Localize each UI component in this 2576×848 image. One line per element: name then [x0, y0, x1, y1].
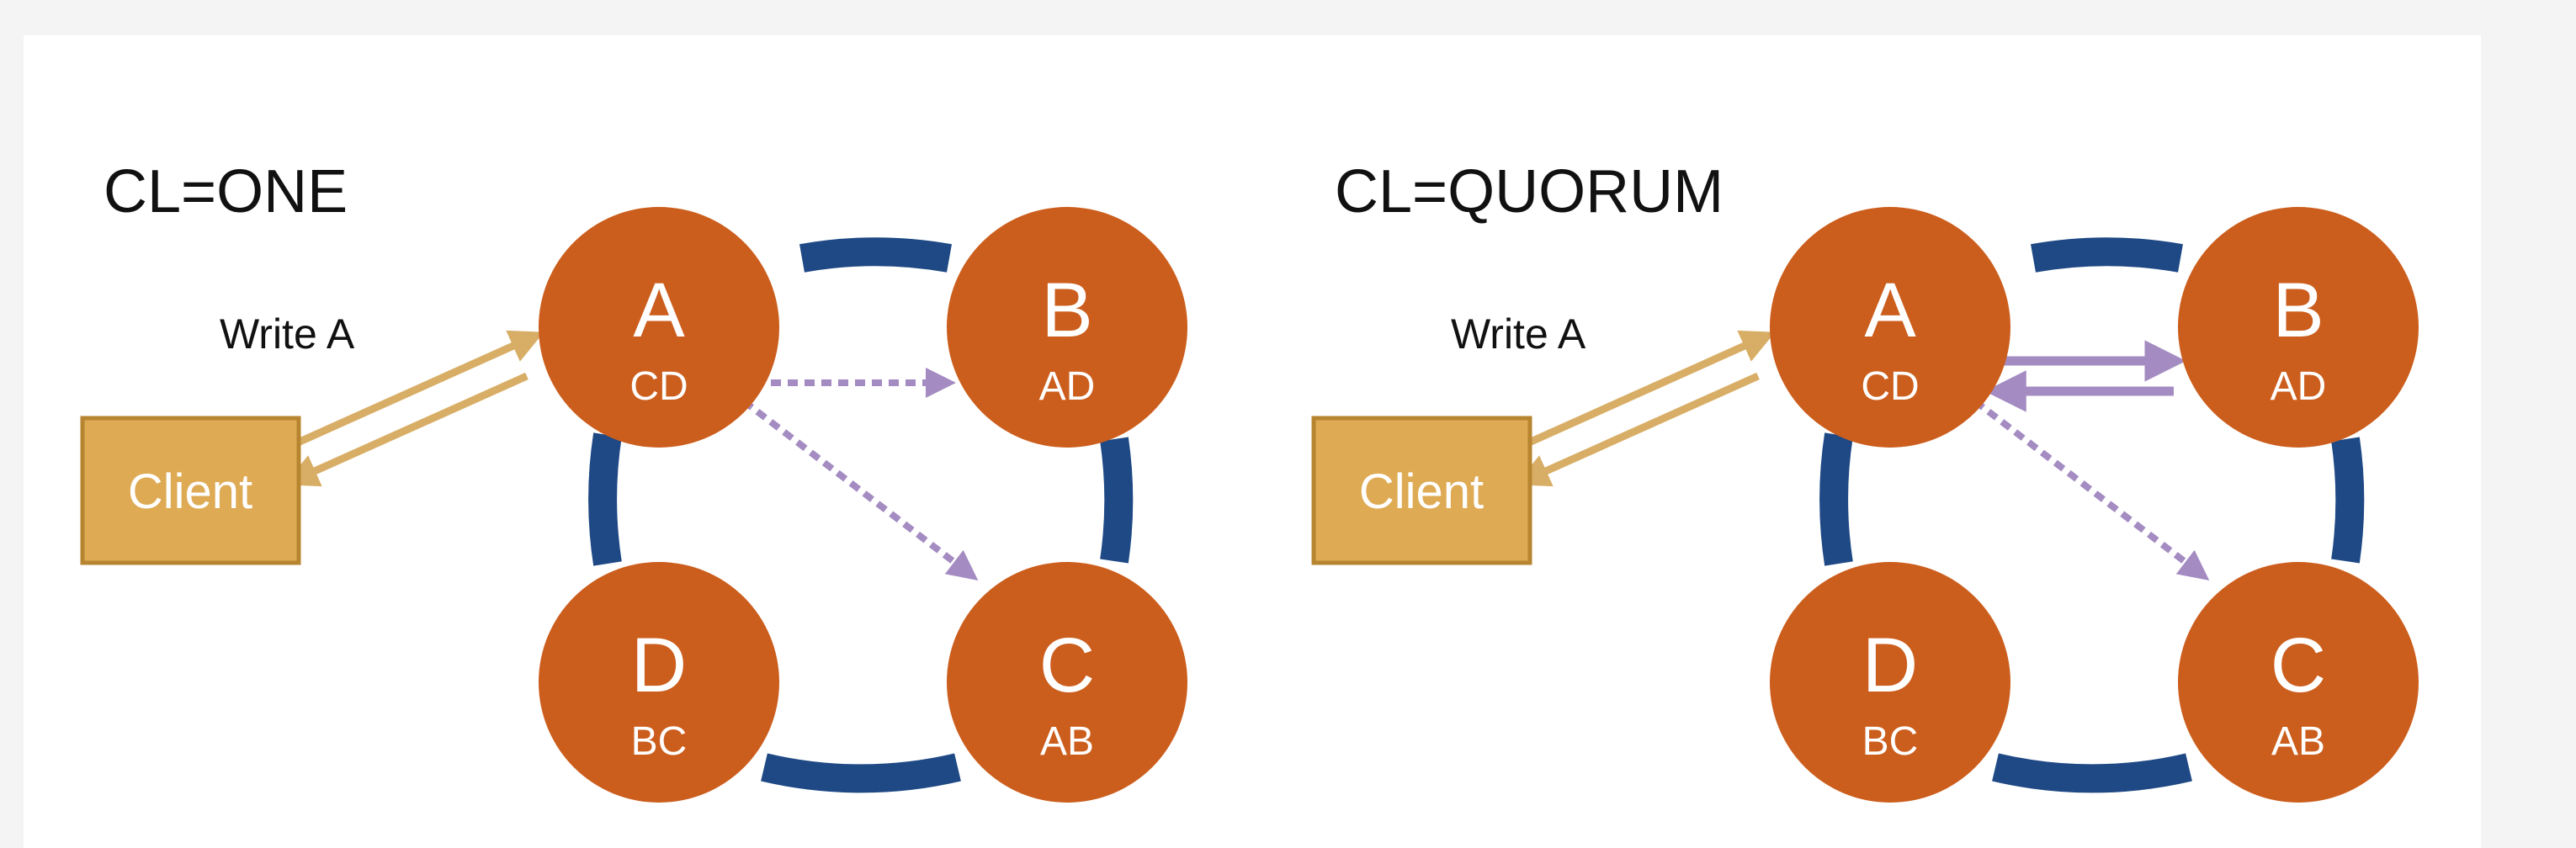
node-d[interactable]: D BC: [539, 562, 779, 803]
node-b[interactable]: B AD: [2178, 207, 2419, 448]
node-letter: B: [2272, 268, 2324, 353]
client-label: Client: [1359, 464, 1484, 519]
diagram-panel: CL=ONE Write A Client A CD B AD C: [24, 35, 2481, 848]
node-c[interactable]: C AB: [947, 562, 1187, 803]
ring-arc-ab: [2031, 237, 2183, 273]
node-replicas: BC: [1862, 719, 1919, 764]
node-replicas: AB: [1040, 719, 1094, 764]
diagram-title: CL=ONE: [104, 158, 348, 225]
node-b[interactable]: B AD: [947, 207, 1187, 448]
write-request-arrow: [1520, 330, 1776, 450]
node-letter: C: [1039, 623, 1095, 708]
node-c[interactable]: C AB: [2178, 562, 2419, 803]
write-label: Write A: [1451, 310, 1586, 358]
node-replicas: BC: [631, 719, 688, 764]
ring-arc-cd: [761, 753, 961, 793]
node-a[interactable]: A CD: [539, 207, 779, 448]
node-replicas: AB: [2271, 719, 2325, 764]
ring-arc-bc: [1100, 437, 1134, 564]
ring-arc-cd: [1992, 753, 2192, 793]
client-box[interactable]: Client: [80, 416, 301, 565]
write-ack-arrow: [1515, 372, 1760, 487]
node-a[interactable]: A CD: [1770, 207, 2010, 448]
node-letter: D: [631, 623, 687, 708]
ring-arc-da: [1819, 432, 1853, 566]
ring: [588, 237, 1134, 793]
write-label: Write A: [220, 310, 355, 358]
replicate-arrow-a-to-c: [741, 398, 979, 580]
node-replicas: CD: [1861, 364, 1919, 409]
node-letter: A: [633, 268, 685, 353]
diagram-cl-one: CL=ONE Write A Client A CD B AD C: [80, 158, 1187, 803]
node-letter: C: [2271, 623, 2326, 708]
ring: [1819, 237, 2365, 793]
ring-arc-da: [588, 432, 622, 566]
node-replicas: AD: [2271, 364, 2327, 409]
diagram-cl-quorum: CL=QUORUM Write A Client A CD B AD: [1311, 158, 2419, 803]
ring-arc-ab: [799, 237, 952, 273]
client-box[interactable]: Client: [1311, 416, 1532, 565]
node-replicas: CD: [629, 364, 688, 409]
replicate-arrow-a-to-c: [1973, 398, 2210, 580]
node-letter: B: [1041, 268, 1092, 353]
write-ack-arrow: [284, 372, 528, 487]
node-letter: A: [1864, 268, 1916, 353]
diagram-title: CL=QUORUM: [1335, 158, 1724, 225]
node-letter: D: [1862, 623, 1918, 708]
write-request-arrow: [289, 330, 544, 450]
node-d[interactable]: D BC: [1770, 562, 2010, 803]
ring-arc-bc: [2331, 437, 2365, 564]
consistency-level-diagram: CL=ONE Write A Client A CD B AD C: [80, 158, 2419, 803]
client-label: Client: [128, 464, 252, 519]
node-replicas: AD: [1039, 364, 1096, 409]
